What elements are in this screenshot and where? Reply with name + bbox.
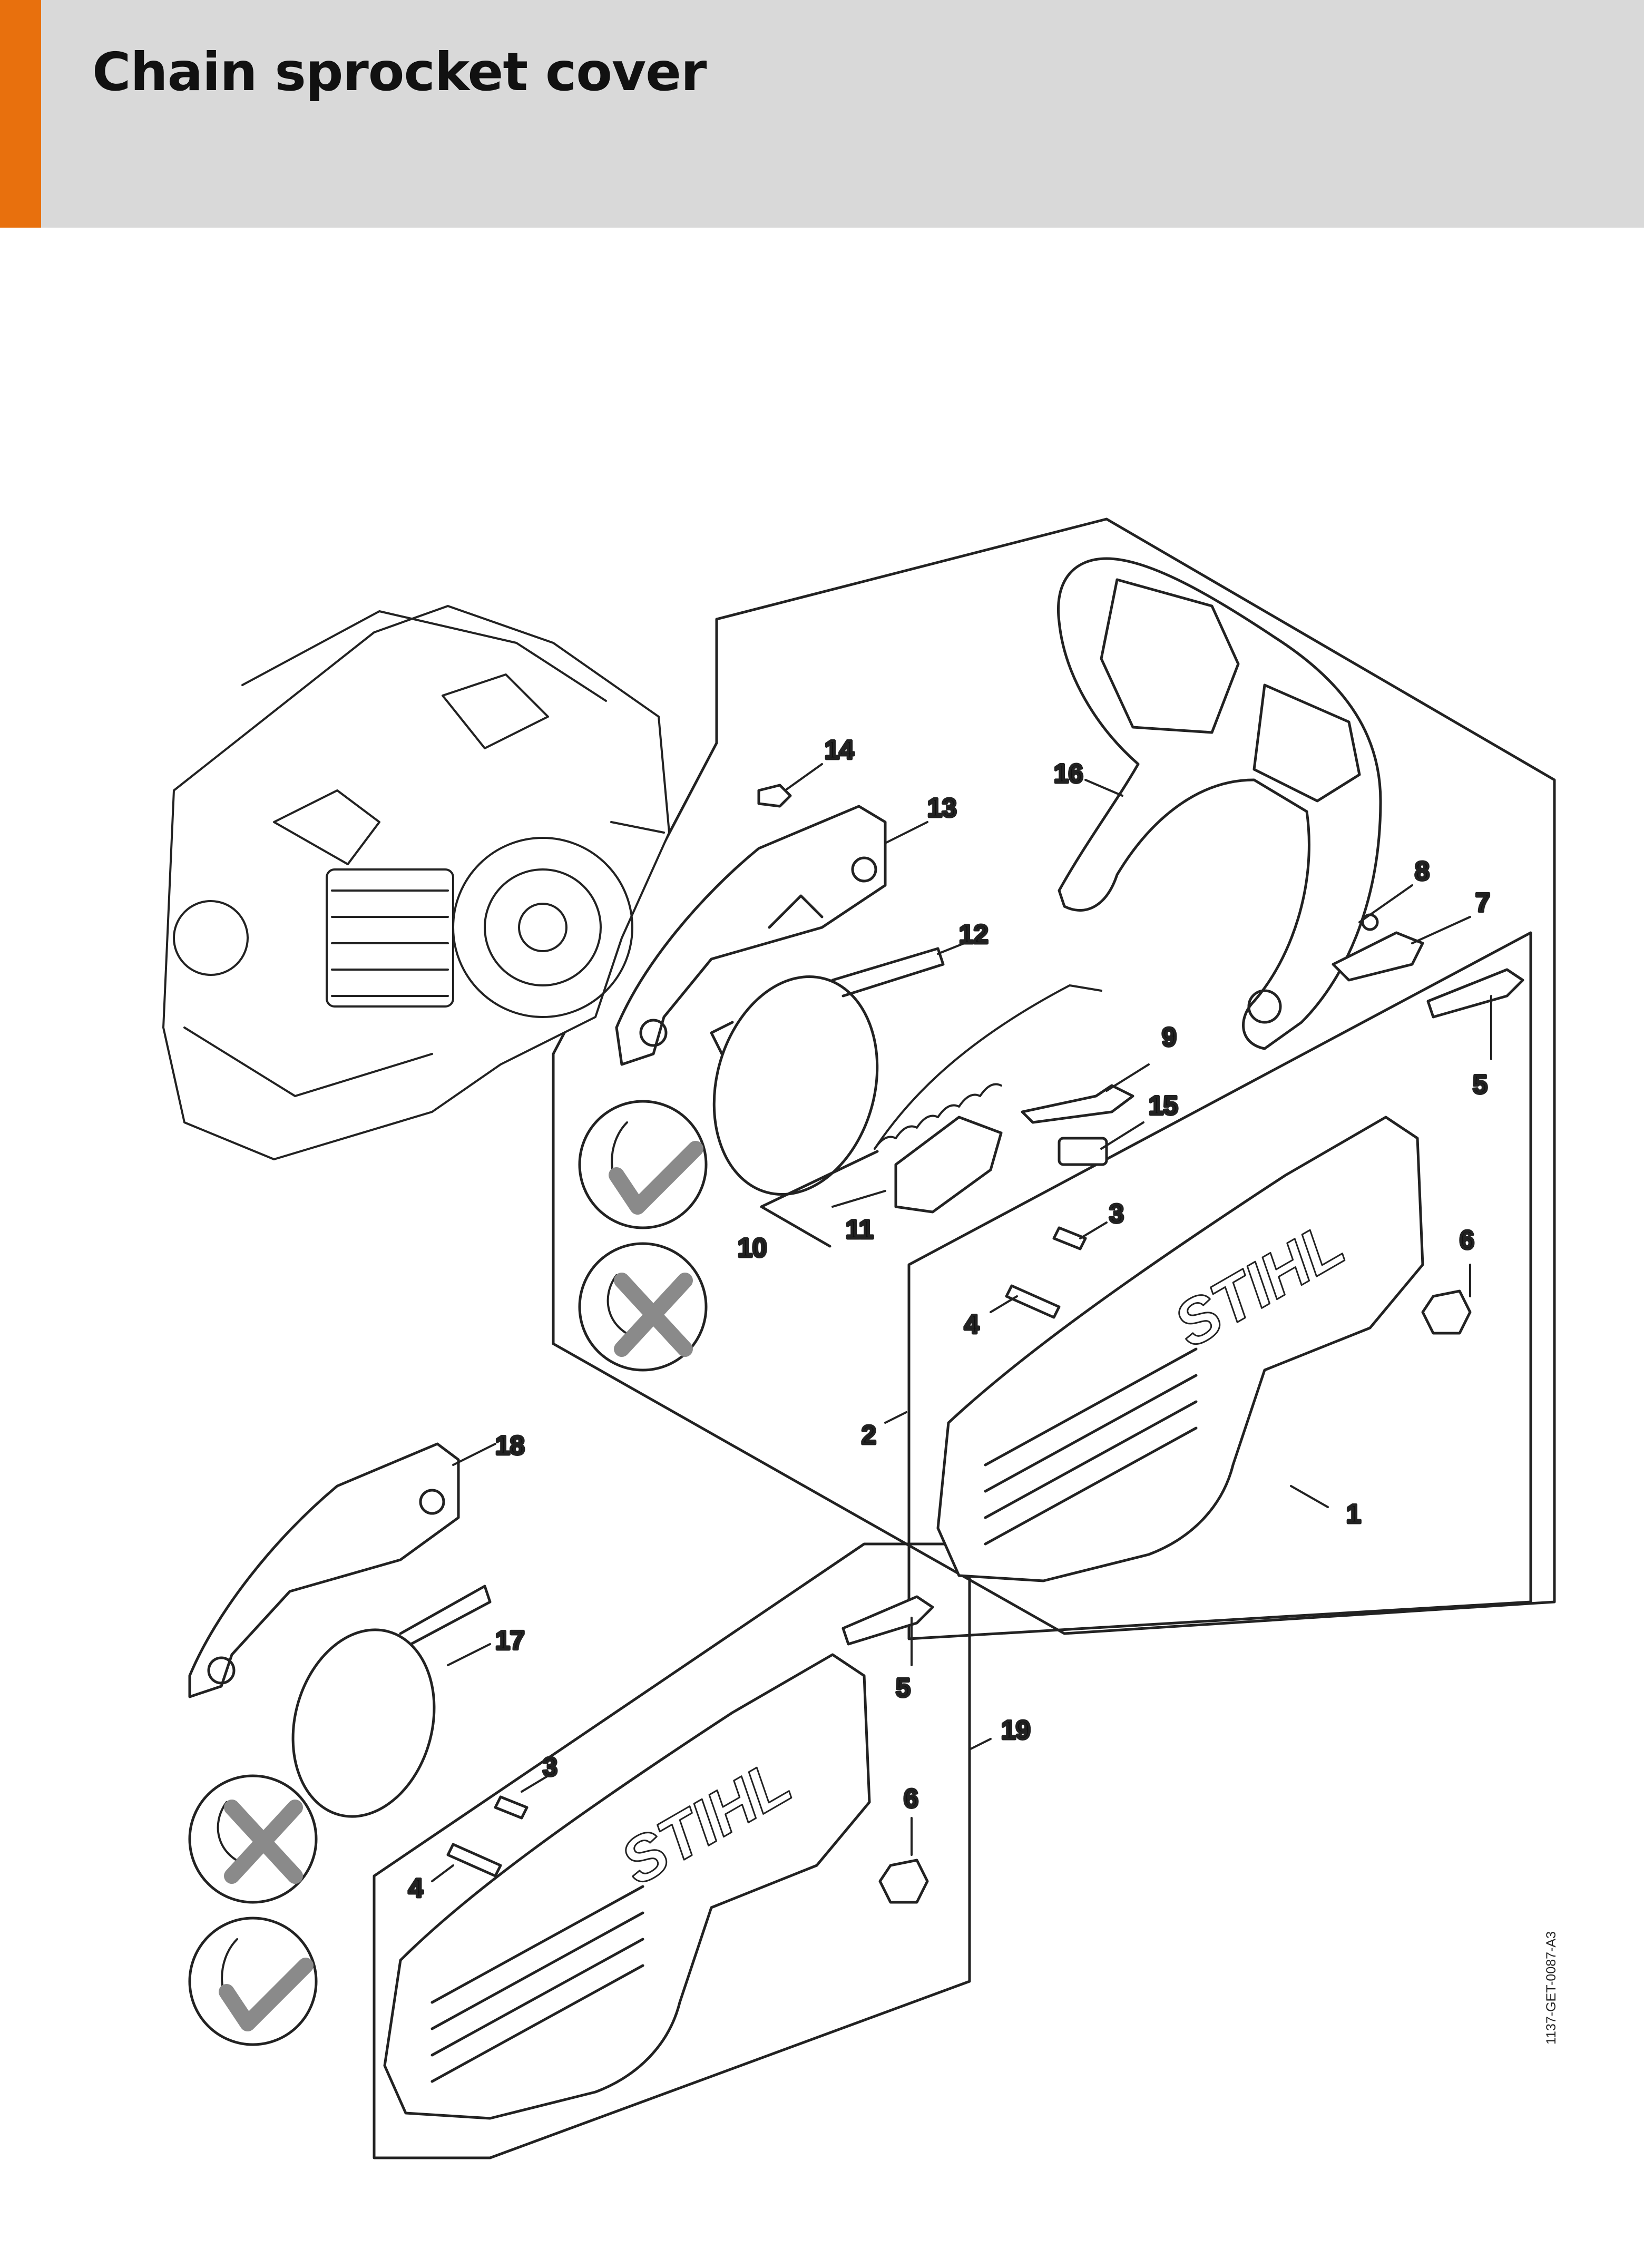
check-icon (609, 1141, 703, 1215)
damping-element-15 (1058, 1137, 1108, 1166)
stud-3-upper (1052, 1226, 1087, 1250)
sprocket-cover-group-outline (907, 931, 1532, 1640)
page-title: Chain sprocket cover (92, 41, 707, 103)
link-7 (1332, 931, 1424, 982)
callout-6-lower: 6 (904, 1784, 918, 1813)
callout-18: 18 (495, 1431, 525, 1460)
callout-11: 11 (846, 1215, 874, 1244)
cross-icon (224, 1800, 303, 1884)
callout-7: 7 (1475, 888, 1490, 917)
callout-4-lower: 4 (408, 1873, 423, 1903)
cross-icon (614, 1273, 693, 1357)
brake-lever (615, 805, 887, 1066)
brake-band (710, 947, 945, 1196)
callout-10: 10 (738, 1233, 767, 1263)
callout-4-upper: 4 (964, 1309, 979, 1339)
callout-17: 17 (495, 1626, 525, 1655)
tension-spring (874, 984, 1102, 1150)
callout-16: 16 (1054, 759, 1083, 788)
callout-19: 19 (1001, 1715, 1031, 1745)
spring-holder (894, 1116, 1003, 1214)
page-header: Chain sprocket cover (0, 0, 1644, 228)
callout-13: 13 (927, 793, 957, 823)
retainer-8 (1361, 913, 1379, 931)
callout-5-upper: 5 (1473, 1070, 1488, 1099)
collar-nut-6-upper (1421, 1289, 1472, 1335)
bolt-4-upper (1005, 1284, 1061, 1319)
brake-lever-lower (188, 1442, 460, 1698)
leaf-spring-9 (1021, 1084, 1134, 1124)
callout-9: 9 (1162, 1022, 1177, 1052)
callout-2: 2 (862, 1420, 876, 1450)
callout-12: 12 (959, 920, 989, 949)
lever-5-upper (1426, 968, 1524, 1019)
sprocket-cover-lower: STIHL (383, 1653, 871, 2120)
collar-nut-6-lower (878, 1859, 929, 1904)
callout-6-upper: 6 (1460, 1225, 1474, 1255)
install-hint-wrong-upper (578, 1242, 708, 1372)
engine-powerhead (162, 605, 670, 1160)
install-hint-wrong-lower (188, 1774, 318, 1904)
callout-8: 8 (1415, 856, 1430, 886)
orange-accent-bar (0, 0, 41, 228)
callout-3-upper: 3 (1109, 1199, 1124, 1228)
spring-set-bracket (760, 1150, 879, 1248)
callout-5-lower: 5 (896, 1673, 911, 1703)
install-hint-correct-upper (578, 1100, 708, 1229)
callout-15: 15 (1149, 1091, 1178, 1120)
callout-14: 14 (825, 735, 854, 765)
install-hint-correct-lower (188, 1917, 318, 2046)
drawing-reference-code: 1137-GET-0087-A3 (1544, 1931, 1559, 2045)
stud-3-lower (494, 1795, 529, 1820)
lever-5-lower (841, 1595, 934, 1646)
leader-lines (431, 763, 1492, 1882)
callout-1: 1 (1346, 1499, 1361, 1529)
assembly-group-outline (552, 517, 1556, 1635)
callout-3-lower: 3 (543, 1752, 557, 1782)
lower-cover-group-outline (373, 1542, 971, 2159)
brake-band-lower (291, 1585, 492, 1818)
check-icon (219, 1958, 314, 2031)
screw-14 (757, 784, 792, 808)
bolt-4-lower (446, 1843, 502, 1878)
hand-guard (1057, 557, 1382, 1050)
